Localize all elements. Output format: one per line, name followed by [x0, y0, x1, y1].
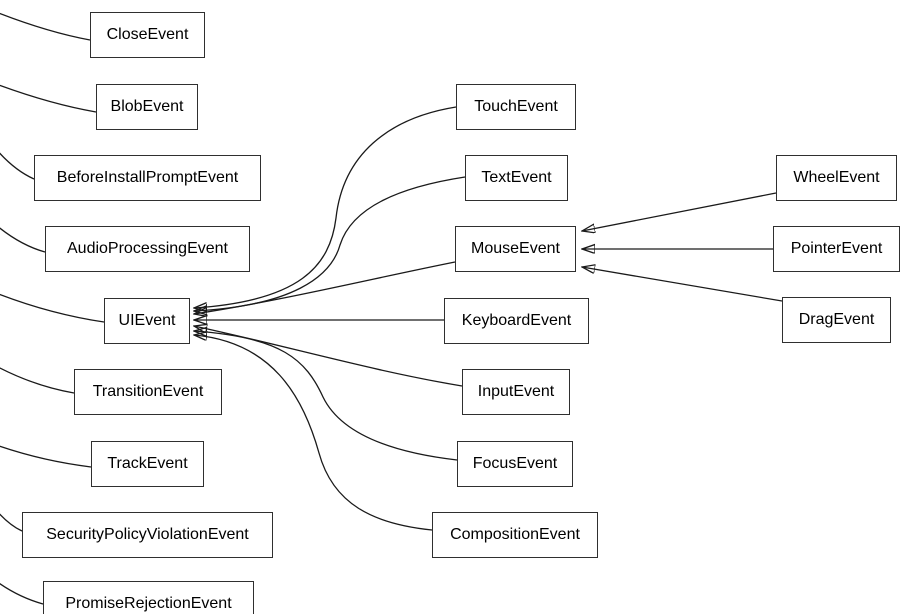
node-label: TrackEvent [107, 455, 188, 472]
node-InputEvent: InputEvent [462, 369, 570, 415]
node-WheelEvent: WheelEvent [776, 155, 897, 201]
edge-MouseEvent-to-UIEvent [194, 261, 456, 314]
edge-DragEvent-to-MouseEvent [582, 267, 783, 302]
edge-SecurityPolicyViolationEvent-to-offscreen-left [0, 513, 23, 532]
edge-WheelEvent-to-MouseEvent [582, 192, 777, 231]
node-label: TextEvent [481, 169, 552, 186]
node-label: CloseEvent [106, 26, 189, 43]
node-label: SecurityPolicyViolationEvent [46, 526, 249, 543]
node-label: UIEvent [118, 312, 176, 329]
node-label: FocusEvent [472, 455, 558, 472]
node-DragEvent: DragEvent [782, 297, 891, 343]
edge-TransitionEvent-to-offscreen-left [0, 367, 75, 394]
edge-BlobEvent-to-offscreen-left [0, 84, 97, 113]
node-label: MouseEvent [471, 240, 560, 257]
edge-TouchEvent-to-UIEvent [194, 106, 457, 308]
node-label: CompositionEvent [450, 526, 580, 543]
edge-FocusEvent-to-UIEvent [194, 331, 458, 461]
node-label: BeforeInstallPromptEvent [56, 169, 239, 186]
node-KeyboardEvent: KeyboardEvent [444, 298, 589, 344]
node-label: TransitionEvent [92, 383, 204, 400]
node-SecurityPolicyViolationEvent: SecurityPolicyViolationEvent [22, 512, 273, 558]
node-BlobEvent: BlobEvent [96, 84, 198, 130]
node-TrackEvent: TrackEvent [91, 441, 204, 487]
edge-TrackEvent-to-offscreen-left [0, 445, 92, 468]
node-label: WheelEvent [793, 169, 880, 186]
edge-UIEvent-to-offscreen-left [0, 293, 105, 323]
edge-InputEvent-to-UIEvent [194, 326, 463, 387]
node-FocusEvent: FocusEvent [457, 441, 573, 487]
node-CompositionEvent: CompositionEvent [432, 512, 598, 558]
node-MouseEvent: MouseEvent [455, 226, 576, 272]
node-UIEvent: UIEvent [104, 298, 190, 344]
node-label: DragEvent [798, 311, 875, 328]
node-TextEvent: TextEvent [465, 155, 568, 201]
node-label: PromiseRejectionEvent [65, 595, 232, 612]
edge-AudioProcessingEvent-to-offscreen-left [0, 227, 46, 253]
edge-CompositionEvent-to-UIEvent [194, 335, 433, 531]
node-label: PointerEvent [790, 240, 883, 257]
node-label: BlobEvent [110, 98, 184, 115]
node-PointerEvent: PointerEvent [773, 226, 900, 272]
node-AudioProcessingEvent: AudioProcessingEvent [45, 226, 250, 272]
node-TouchEvent: TouchEvent [456, 84, 576, 130]
node-label: KeyboardEvent [461, 312, 572, 329]
node-label: TouchEvent [474, 98, 558, 115]
edge-CloseEvent-to-offscreen-left [0, 12, 91, 41]
node-BeforeInstallPromptEvent: BeforeInstallPromptEvent [34, 155, 261, 201]
node-label: AudioProcessingEvent [67, 240, 228, 257]
node-CloseEvent: CloseEvent [90, 12, 205, 58]
node-TransitionEvent: TransitionEvent [74, 369, 222, 415]
edge-PromiseRejectionEvent-to-offscreen-left [0, 582, 44, 605]
node-label: InputEvent [477, 383, 555, 400]
edge-BeforeInstallPromptEvent-to-offscreen-left [0, 152, 35, 180]
node-PromiseRejectionEvent: PromiseRejectionEvent [43, 581, 254, 614]
